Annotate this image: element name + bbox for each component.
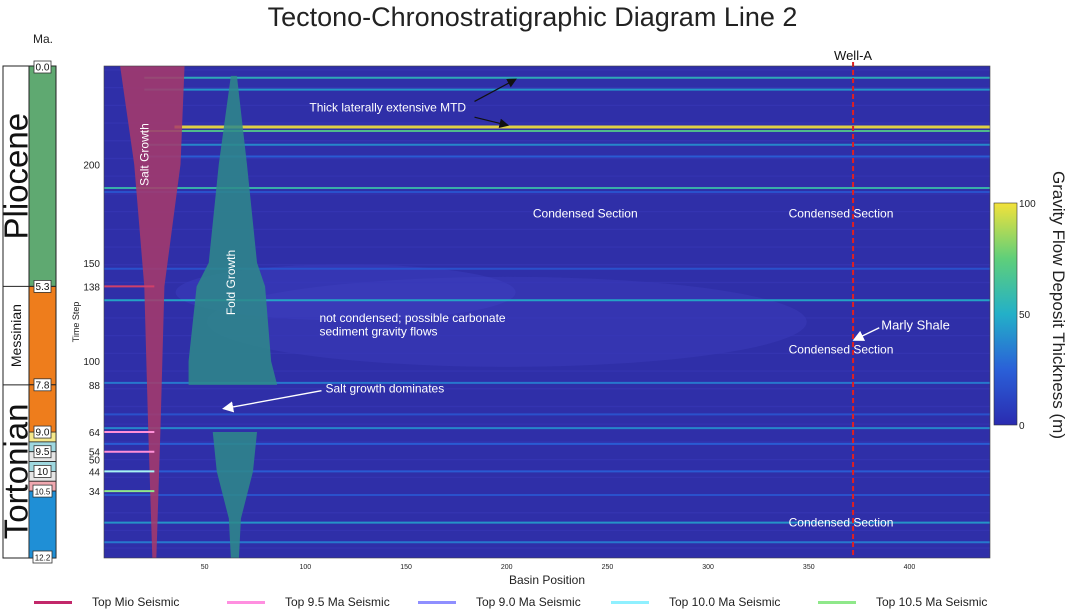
legend-item: Top 10.0 Ma Seismic [611,592,780,612]
fold-growth-label: Fold Growth [224,250,238,315]
marly-arrow [852,327,880,341]
annotation-text: Condensed Section [789,342,894,356]
x-tick-label: 350 [803,564,815,571]
time-step-label: 50 [89,456,101,467]
x-tick-label: 100 [300,564,312,571]
time-step-label: 88 [89,381,101,392]
age-label: 7.8 [36,380,50,391]
annotation-text: Marly Shale [881,318,950,333]
legend-label: Top 10.0 Ma Seismic [669,595,781,609]
colorbar: 0 50 100 Gravity Flow Deposit Thickness (m) [993,171,1065,439]
age-label-box [32,550,53,564]
annotation-text: Salt growth dominates [326,382,445,396]
x-tick-label: 250 [602,564,614,571]
x-tick-label: 200 [501,564,513,571]
plot-frame [103,65,991,559]
colorbar-gradient [993,202,1018,426]
legend: Top Mio Seismic Top 9.5 Ma Seismic Top 9.0… [0,592,1065,612]
x-axis-label: Basin Position [509,573,585,587]
age-label: 9.0 [36,428,50,439]
annotation-text: sediment gravity flows [319,325,437,339]
colorbar-label: Gravity Flow Deposit Thickness (m) [1049,171,1065,439]
well-label: Well-A [834,48,872,63]
age-label: 12.2 [35,554,51,563]
age-label: 10.5 [35,488,51,497]
age-scale-header: Ma. [33,32,53,46]
age-sub-band [28,490,57,559]
fold-growth-body [188,75,278,385]
x-tick-label: 400 [904,564,916,571]
legend-item: Top 9.5 Ma Seismic [227,592,390,612]
age-label: 0.0 [36,63,50,74]
mtd-arrow [474,78,517,102]
x-tick-label: 150 [400,564,412,571]
salt-arrow [222,390,322,413]
colorbar-tick-label: 100 [1019,199,1036,210]
age-label-box [32,484,53,498]
legend-item: Top Mio Seismic [34,592,179,612]
legend-label: Top 10.5 Ma Seismic [876,595,988,609]
stage-band [28,285,57,386]
time-step-label: 54 [89,448,101,459]
legend-swatch [227,600,265,604]
colorbar-tick-label: 0 [1019,421,1025,432]
mtd-arrow [474,116,510,128]
legend-swatch [818,600,856,604]
y-tick-label: 200 [83,160,100,171]
legend-label: Top 9.5 Ma Seismic [285,595,390,609]
y-tick-label: 100 [83,357,100,368]
time-step-label: 44 [89,467,101,478]
age-label-box [33,445,52,459]
age-label-box [33,378,52,392]
age-label-box [33,465,52,478]
y-tick-label: 150 [83,259,100,270]
age-label-box [33,60,52,74]
legend-swatch [418,600,456,604]
annotation-text: Condensed Section [533,207,638,221]
age-label: 5.3 [36,282,50,293]
y-axis-label: Time Step [71,302,81,343]
fold-growth-lower-body [212,432,258,558]
x-tick-label: 300 [702,564,714,571]
time-step-label: 138 [83,282,100,293]
legend-label: Top Mio Seismic [92,595,180,609]
stage-name: Pliocene [0,113,35,240]
legend-swatch [611,600,649,604]
salt-growth-label: Salt Growth [137,123,151,186]
chart-title: Tectono-Chronostratigraphic Diagram Line… [267,2,798,32]
annotation-text: Thick laterally extensive MTD [309,100,466,114]
legend-label: Top 9.0 Ma Seismic [476,595,581,609]
x-tick-label: 50 [201,564,209,571]
time-step-label: 34 [89,487,101,498]
annotation-text: not condensed; possible carbonate [319,311,505,325]
legend-item: Top 10.5 Ma Seismic [818,592,987,612]
annotation-text: Condensed Section [789,516,894,530]
annotation-text: Condensed Section [789,207,894,221]
legend-swatch [34,600,72,604]
time-step-label: 64 [89,428,101,439]
age-scale: Ma.PlioceneMessinianTortonian0.05.37.89.… [0,32,57,564]
age-label: 10 [37,467,49,478]
stage-name: Messinian [8,304,24,367]
stage-name-column [2,65,30,559]
colorbar-tick-label: 50 [1019,310,1031,321]
salt-growth-body [120,66,185,558]
legend-item: Top 9.0 Ma Seismic [418,592,581,612]
age-label-box [33,425,52,439]
age-label: 9.5 [36,447,50,458]
age-label-box [33,280,52,293]
